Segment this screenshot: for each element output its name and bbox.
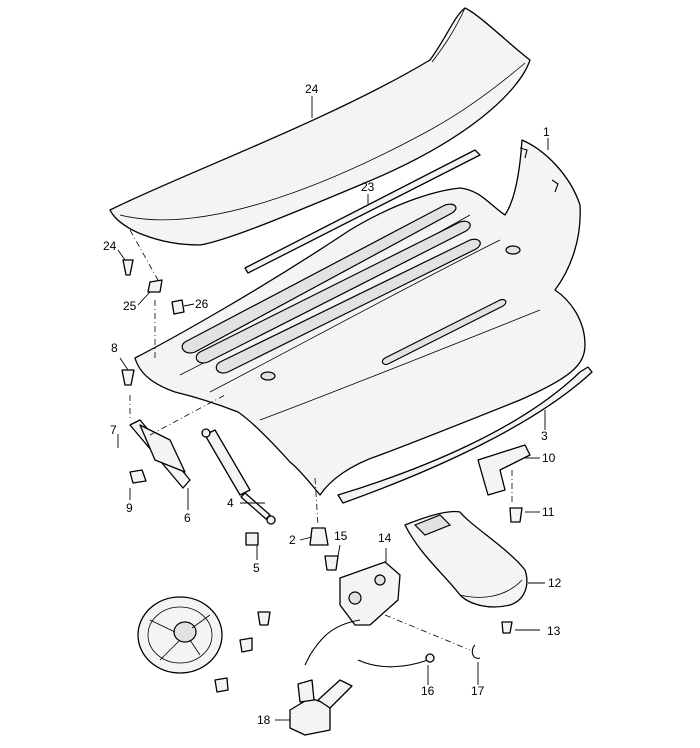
lid-seal xyxy=(337,366,593,504)
rubber-buffer xyxy=(309,527,329,546)
fan-fasteners xyxy=(214,611,271,693)
callout-23: 23 xyxy=(361,180,375,194)
air-duct xyxy=(404,510,528,608)
callout-16: 16 xyxy=(421,684,435,698)
callout-3: 3 xyxy=(541,429,548,443)
callout-11: 11 xyxy=(542,505,555,519)
callout-1: 1 xyxy=(543,125,550,139)
engine-lid xyxy=(134,139,586,496)
release-cable xyxy=(304,619,481,668)
cooling-fan xyxy=(137,596,223,674)
lid-lock xyxy=(324,555,401,626)
callout-12: 12 xyxy=(548,576,562,590)
callout-10: 10 xyxy=(542,451,556,465)
callout-2: 2 xyxy=(289,533,296,547)
callout-13: 13 xyxy=(547,624,561,638)
callout-9: 9 xyxy=(126,501,133,515)
duct-clip xyxy=(501,621,513,634)
callout-6: 6 xyxy=(184,511,191,525)
callout-8: 8 xyxy=(111,341,118,355)
callout-17: 17 xyxy=(471,684,485,698)
hinge-assembly xyxy=(129,419,191,489)
leader-lines xyxy=(117,96,549,721)
callout-26: 26 xyxy=(195,297,209,311)
lock-bracket xyxy=(477,444,531,523)
callout-24-screw: 24 xyxy=(103,239,117,253)
assembly-lines xyxy=(129,229,513,651)
callout-15: 15 xyxy=(334,529,348,543)
callout-18: 18 xyxy=(257,713,271,727)
spoiler-wing xyxy=(109,7,531,246)
callout-4: 4 xyxy=(227,496,234,510)
spoiler-seal-strip xyxy=(244,149,481,274)
callout-labels: 1 2 3 4 5 6 7 8 9 10 11 12 13 14 15 16 1… xyxy=(103,82,562,727)
spoiler-fasteners xyxy=(121,259,185,386)
gas-strut xyxy=(201,428,276,525)
callout-5: 5 xyxy=(253,561,260,575)
callout-24-spoiler: 24 xyxy=(305,82,319,96)
strut-pin xyxy=(245,532,259,546)
callout-7: 7 xyxy=(110,423,117,437)
release-handle xyxy=(289,679,353,736)
callout-25: 25 xyxy=(123,299,137,313)
callout-14: 14 xyxy=(378,531,392,545)
